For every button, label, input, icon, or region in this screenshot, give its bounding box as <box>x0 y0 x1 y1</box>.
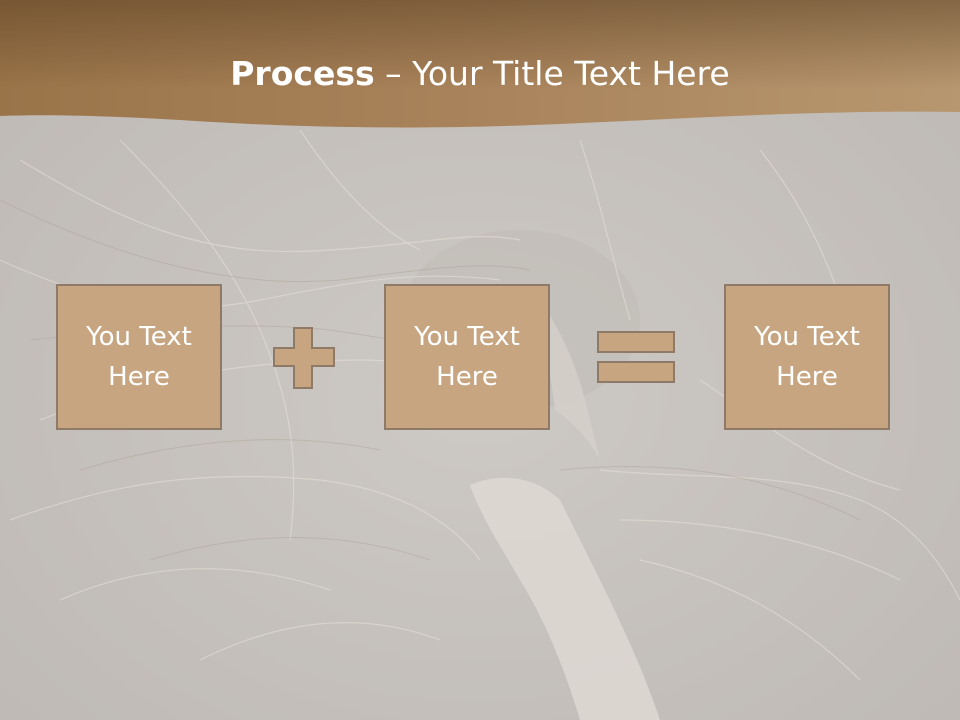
title-bold: Process <box>230 54 375 93</box>
slide-title: Process – Your Title Text Here <box>0 52 960 96</box>
header-band <box>0 0 960 128</box>
text-box-2[interactable]: You Text Here <box>384 284 550 430</box>
title-separator: – <box>374 54 413 93</box>
title-rest: Your Title Text Here <box>412 54 730 93</box>
text-box-3[interactable]: You Text Here <box>724 284 890 430</box>
text-box-2-label: You Text Here <box>414 322 520 392</box>
equals-icon <box>597 331 675 383</box>
text-box-3-label: You Text Here <box>754 322 860 392</box>
plus-icon <box>273 327 335 389</box>
text-box-1[interactable]: You Text Here <box>56 284 222 430</box>
text-box-1-label: You Text Here <box>86 322 192 392</box>
